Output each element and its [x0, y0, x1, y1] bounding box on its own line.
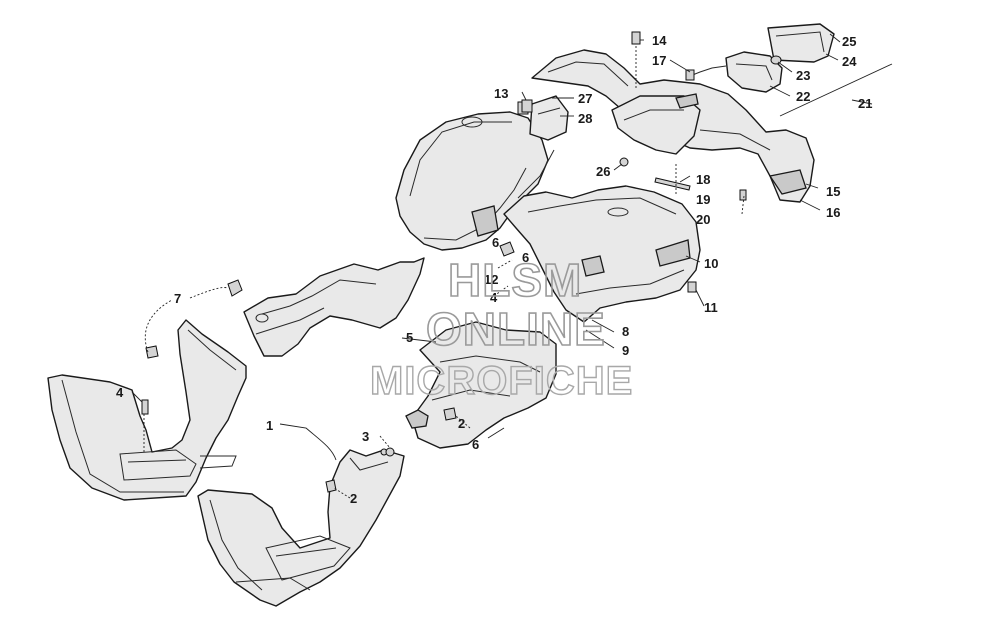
callout-6-upper: 6 — [492, 235, 499, 250]
callout-27: 27 — [578, 91, 592, 106]
right-footwell-panel — [197, 448, 405, 607]
callout-3: 3 — [362, 429, 369, 444]
callout-28: 28 — [578, 111, 592, 126]
watermark-line-2: ONLINE — [426, 303, 606, 355]
callout-labels: 1 2 2 3 4 4 5 6 6 6 7 8 9 10 11 12 13 14… — [116, 33, 872, 506]
callout-12: 12 — [484, 272, 498, 287]
callout-4-left: 4 — [116, 385, 124, 400]
callout-5: 5 — [406, 330, 413, 345]
callout-14: 14 — [652, 33, 667, 48]
callout-21: 21 — [858, 96, 872, 111]
callout-2-lower: 2 — [350, 491, 357, 506]
left-front-fender — [395, 111, 549, 251]
watermark: HLSM ONLINE MICROFICHE — [369, 253, 633, 404]
callout-2-upper: 2 — [458, 416, 465, 431]
callout-1: 1 — [266, 418, 273, 433]
callout-13: 13 — [494, 86, 508, 101]
callout-6-lower: 6 — [472, 437, 479, 452]
callout-22: 22 — [796, 89, 810, 104]
watermark-line-1: HLSM — [448, 254, 582, 306]
rear-fender-assembly — [531, 49, 815, 203]
inner-splash-panel — [243, 257, 425, 357]
callout-16: 16 — [826, 205, 840, 220]
callout-4-center: 4 — [490, 290, 498, 305]
right-body-fender — [503, 149, 701, 323]
callout-23: 23 — [796, 68, 810, 83]
callout-17: 17 — [652, 53, 666, 68]
callout-19: 19 — [696, 192, 710, 207]
callout-8: 8 — [622, 324, 629, 339]
callout-25: 25 — [842, 34, 856, 49]
callout-11: 11 — [704, 300, 718, 315]
callout-9: 9 — [622, 343, 629, 358]
callout-26: 26 — [596, 164, 610, 179]
watermark-line-3: MICROFICHE — [370, 359, 633, 403]
callout-15: 15 — [826, 184, 840, 199]
callout-18: 18 — [696, 172, 710, 187]
callout-6-center: 6 — [522, 250, 529, 265]
leader-lines — [131, 33, 841, 499]
callout-7: 7 — [174, 291, 181, 306]
hardware-fasteners — [141, 31, 747, 493]
left-footwell-panel — [47, 319, 247, 501]
callout-24: 24 — [842, 54, 857, 69]
callout-10: 10 — [704, 256, 718, 271]
callout-20: 20 — [696, 212, 710, 227]
